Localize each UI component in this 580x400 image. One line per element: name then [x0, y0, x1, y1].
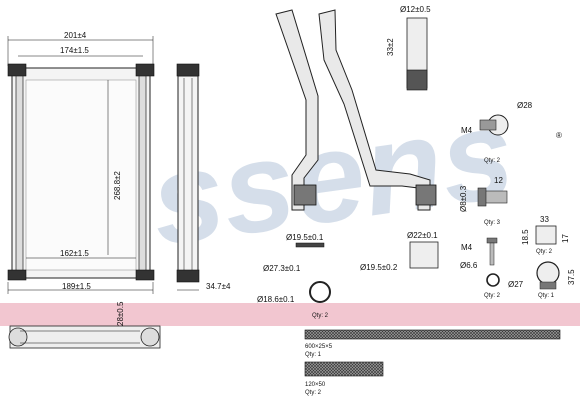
registered-mark: ®	[556, 131, 562, 140]
bolt-part: M4 Ø6.6 Qty: 2	[460, 237, 501, 299]
pipe-right-end	[415, 184, 437, 206]
hose-clamp-part: Ø28 M4 Qty: 2	[461, 101, 533, 164]
side-body	[177, 75, 199, 277]
foam-pad-large	[304, 329, 561, 340]
label-bolt-m4: M4	[461, 243, 473, 252]
screw2-qty: Qty: 3	[484, 220, 501, 226]
dim-clamp-dia: Ø28	[517, 101, 533, 110]
dim-screw-length: 12	[494, 176, 503, 185]
dim-cap-dia: Ø22±0.1	[407, 231, 438, 240]
clip-part: Ø27 37.5 Qty: 1	[508, 261, 576, 299]
pipe-left	[275, 9, 319, 211]
side-bottom-cap	[176, 269, 200, 283]
pipe-left-end	[293, 184, 317, 206]
o-ring-parts: Ø19.5±0.1 Ø27.3±0.1 Ø18.6±0.1 Qty: 2	[257, 233, 331, 319]
left-tank	[15, 75, 24, 273]
dim-pipe-length: 33±2	[386, 38, 395, 56]
o-ring-round	[309, 281, 331, 303]
dim-core-bottom-width: 189±1.5	[62, 282, 91, 291]
cap-part: Ø22±0.1 Ø19.5±0.2	[360, 231, 439, 272]
dim-core-width-total: 201±4	[64, 31, 87, 40]
foam-pad-small	[304, 361, 384, 377]
bottom-left-tank-cap	[7, 269, 27, 281]
dim-oring-a: Ø19.5±0.1	[286, 233, 324, 242]
right-tank	[138, 75, 147, 273]
section-band	[0, 303, 580, 326]
dim-bracket-height-b: 17	[561, 234, 570, 243]
dim-clip-dia: Ø27	[508, 280, 524, 289]
foam-pads: 600×25×5 Qty: 1 120×50 Qty: 2	[304, 329, 561, 396]
side-top-cap	[176, 63, 200, 77]
dim-cap-dia-2: Ø19.5±0.2	[360, 263, 398, 272]
o-ring-flat	[295, 242, 325, 248]
foam-large-size: 600×25×5	[305, 344, 333, 350]
foam-small-size: 120×50	[305, 382, 326, 388]
foam-small-qty: Qty: 2	[305, 390, 322, 396]
dim-pipe-dia-top: Ø12±0.5	[400, 5, 431, 14]
dim-tank-spacing: 162±1.5	[60, 249, 89, 258]
bracket-part: 33 18.5 17 Qty: 2	[521, 215, 570, 255]
top-right-tank-cap	[135, 63, 155, 77]
foam-large-qty: Qty: 1	[305, 352, 322, 358]
pipe-insert-part: Ø12±0.5 33±2	[386, 5, 431, 91]
dim-core-height: 268.8±2	[113, 171, 122, 200]
core-side-view: 28±0.5	[8, 301, 161, 349]
clip-qty: Qty: 1	[538, 293, 555, 299]
oring-qty: Qty: 2	[312, 313, 329, 319]
heater-core-front: 201±4 174±1.5 268.8±2 162±1.5 189±1.5	[7, 31, 155, 294]
bottom-right-tank-cap	[135, 269, 155, 281]
dim-core-width-inner: 174±1.5	[60, 46, 89, 55]
heater-core-side: 34.7±4	[176, 63, 231, 291]
pipe-assembly	[275, 9, 437, 211]
dim-bracket-height-a: 18.5	[521, 229, 530, 245]
dim-oring-b: Ø27.3±0.1	[263, 264, 301, 273]
dim-bracket-width: 33	[540, 215, 549, 224]
self-tap-screw-part: 12 Ø8±0.3 Qty: 3	[459, 176, 508, 226]
bolt-qty: Qty: 2	[484, 293, 501, 299]
dim-oring-c: Ø18.6±0.1	[257, 295, 295, 304]
label-screw-m4: M4	[461, 126, 473, 135]
fin-area	[25, 79, 137, 271]
dim-side-thickness: 28±0.5	[116, 301, 125, 326]
top-left-tank-cap	[7, 63, 27, 77]
bracket-qty: Qty: 2	[536, 249, 553, 255]
dim-clip-height: 37.5	[567, 269, 576, 285]
dim-bolt-washer: Ø6.6	[460, 261, 478, 270]
screw-qty: Qty: 2	[484, 158, 501, 164]
dim-screw-dia: Ø8±0.3	[459, 185, 468, 212]
dim-core-depth: 34.7±4	[206, 282, 231, 291]
